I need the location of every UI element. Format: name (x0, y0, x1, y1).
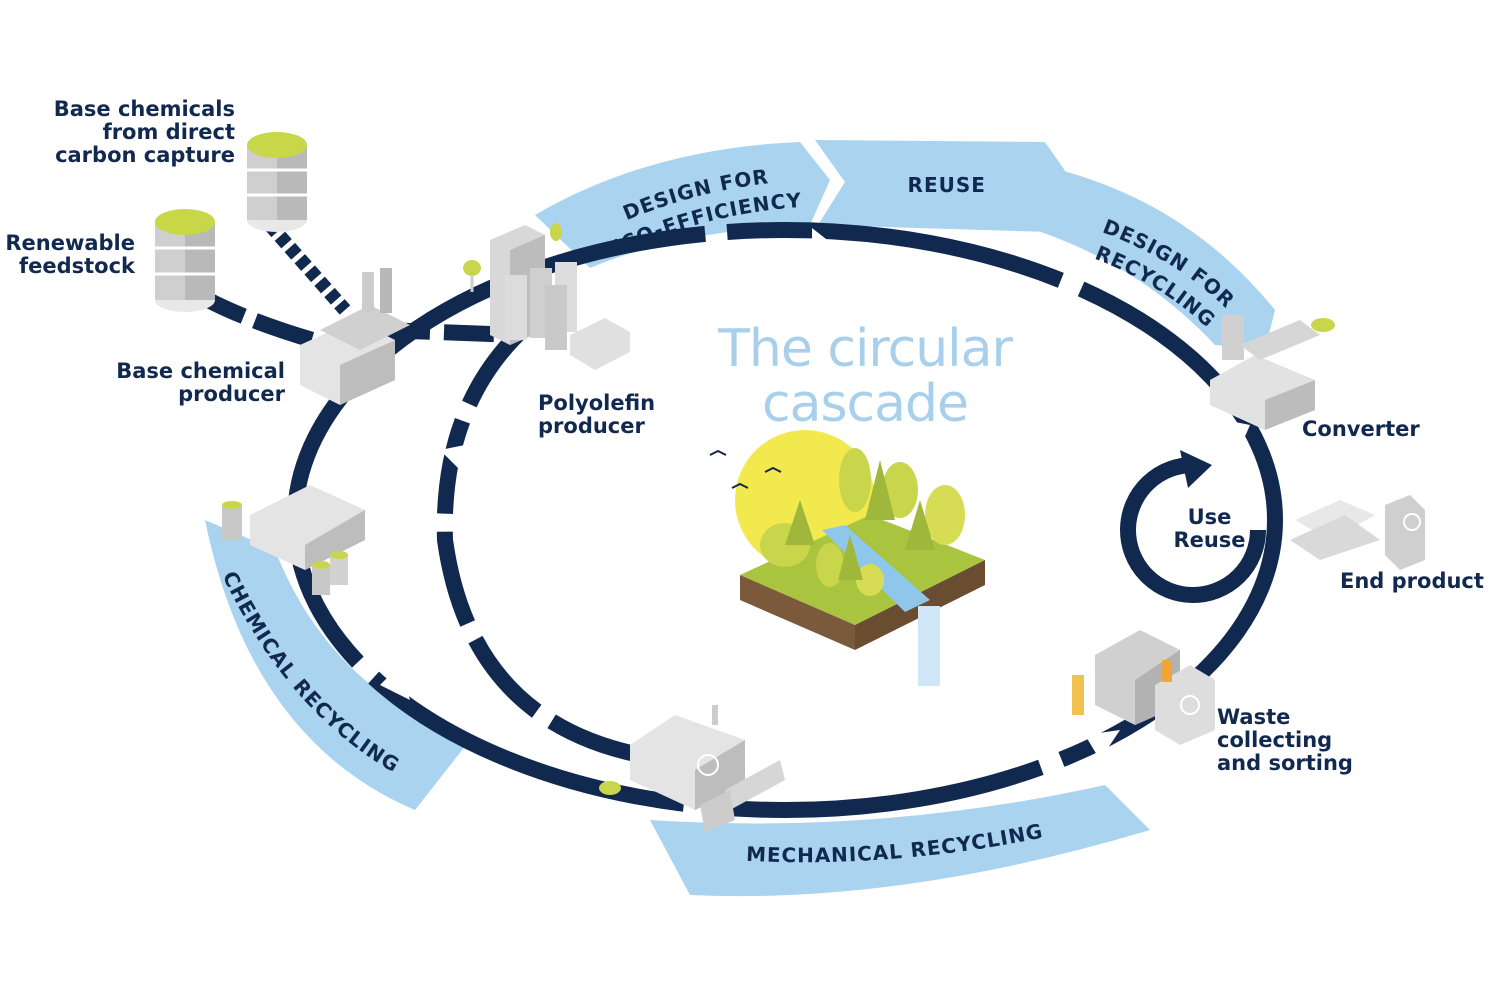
base-chemical-factory-icon (300, 268, 410, 405)
converter-label: Converter (1302, 417, 1420, 441)
renewable-feedstock-label: Renewable feedstock (5, 231, 135, 278)
waste-collecting-label: Waste collecting and sorting (1217, 705, 1353, 775)
capture-barrel-icon (247, 132, 307, 232)
design-for-eco-efficiency-band (535, 142, 830, 268)
polyolefin-producer-label: Polyolefin producer (538, 391, 656, 438)
title-line-1: The circular (718, 319, 1013, 379)
use-reuse-loop-arrow (1120, 450, 1266, 603)
reuse-band (815, 140, 1075, 232)
landscape-illustration (709, 430, 985, 686)
waste-bins-icon (1072, 630, 1215, 745)
mechanical-recycling-plant-icon (599, 705, 745, 810)
base-chemical-producer-label: Base chemical producer (116, 359, 285, 406)
converter-factory-icon (1210, 315, 1335, 430)
capture-feed-line (264, 220, 351, 315)
chemical-recycling-band (205, 520, 470, 810)
direct-capture-label: Base chemicals from direct carbon captur… (53, 97, 235, 167)
title-line-2: cascade (761, 374, 969, 434)
end-product-icon (1290, 495, 1425, 570)
reuse-label: REUSE (908, 173, 986, 197)
chemical-recycling-plant-icon (222, 485, 365, 595)
mechanical-recycling-band (650, 785, 1150, 897)
to-polyolefin-line (379, 322, 521, 343)
use-reuse-label: Use Reuse (1173, 505, 1246, 552)
end-product-label: End product (1340, 569, 1484, 593)
polyolefin-plant-icon (463, 223, 630, 370)
design-for-recycling-band (1035, 170, 1275, 350)
truck-icon (700, 760, 785, 832)
inner-cycle-ring (436, 293, 642, 763)
renewable-barrel-icon (155, 209, 215, 312)
diagram-title: The circular cascade (690, 322, 1040, 432)
